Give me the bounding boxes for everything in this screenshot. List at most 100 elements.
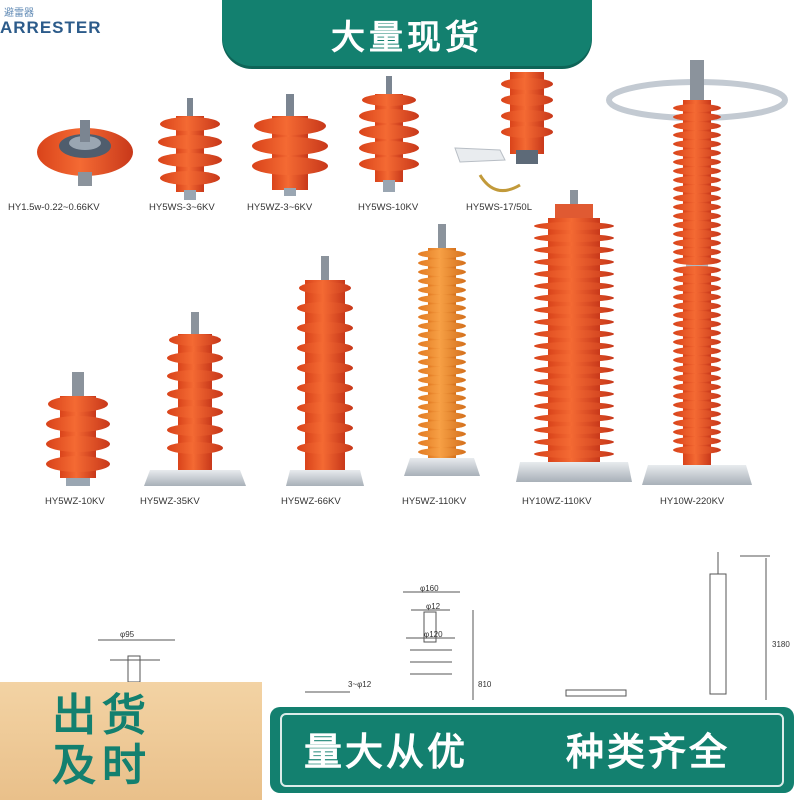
arrester-shed xyxy=(673,284,721,292)
arrester-shed xyxy=(673,167,721,175)
arrester-shed xyxy=(673,419,721,427)
arrester-shed xyxy=(418,277,466,285)
arrester-shed xyxy=(534,450,614,458)
arrester-shed xyxy=(673,410,721,418)
arrester-shed xyxy=(418,331,466,339)
arrester-shed xyxy=(673,374,721,382)
arrester-shed xyxy=(673,230,721,238)
arrester-shed xyxy=(673,221,721,229)
arrester-shed xyxy=(673,203,721,211)
arrester-shed xyxy=(673,257,721,265)
arrester-hy5ws-10kv xyxy=(359,76,419,192)
arrester-shed xyxy=(673,194,721,202)
slogan-quantity: 量大从优 xyxy=(304,730,469,774)
product-label: HY5WZ-10KV xyxy=(45,496,105,507)
arrester-shed xyxy=(673,185,721,193)
product-label: HY10W-220KV xyxy=(660,496,725,507)
drawing-label: 3~φ12 xyxy=(348,680,372,689)
arrester-shed xyxy=(418,367,466,375)
arrester-shed xyxy=(673,383,721,391)
arrester-shed xyxy=(673,266,721,274)
arrester-shed xyxy=(673,365,721,373)
arrester-shed xyxy=(418,403,466,411)
arrester-shed xyxy=(673,320,721,328)
arrester-shed xyxy=(673,446,721,454)
arrester-shed xyxy=(534,234,614,242)
arrester-shed xyxy=(418,250,466,258)
brand-text: ARRESTER xyxy=(0,18,102,37)
arrester-hy5wz-3-6kv xyxy=(252,94,328,196)
arrester-hy5wz-35kv xyxy=(144,312,246,486)
arrester-shed xyxy=(534,318,614,326)
arrester-shed xyxy=(673,122,721,130)
arrester-shed xyxy=(673,158,721,166)
arrester-shed xyxy=(673,401,721,409)
product-label: HY5WZ-110KV xyxy=(402,496,467,507)
promo-line-1: 出货 xyxy=(52,690,152,741)
product-label: HY5WZ-66KV xyxy=(281,496,341,507)
arrester-hy10w-220kv xyxy=(606,60,788,485)
slogan-variety: 种类齐全 xyxy=(566,730,731,774)
arrester-shed xyxy=(418,322,466,330)
arrester-shed xyxy=(534,366,614,374)
arrester-hy5wz-66kv xyxy=(286,256,364,486)
arrester-shed xyxy=(673,131,721,139)
arrester-hy1.5w xyxy=(37,120,133,186)
arrester-shed xyxy=(418,412,466,420)
arrester-shed xyxy=(673,428,721,436)
arrester-shed xyxy=(673,176,721,184)
product-label: HY5WZ-3~6KV xyxy=(247,202,313,213)
arrester-shed xyxy=(534,426,614,434)
arrester-shed xyxy=(534,270,614,278)
arrester-shed xyxy=(418,295,466,303)
arrester-shed xyxy=(534,342,614,350)
arrester-shed xyxy=(534,390,614,398)
arrester-shed xyxy=(673,293,721,301)
drawing-label: 3180 xyxy=(772,640,790,649)
promo-slogan-panel: 量大从优 种类齐全 xyxy=(270,707,794,793)
product-label: HY10WZ-110KV xyxy=(522,496,592,507)
arrester-shed xyxy=(534,378,614,386)
promo-line-2: 及时 xyxy=(52,740,152,791)
arrester-shed xyxy=(534,414,614,422)
arrester-shed xyxy=(673,356,721,364)
promo-slogan-border xyxy=(280,713,784,787)
arrester-hy5ws-3-6kv xyxy=(158,98,222,200)
arrester-shed xyxy=(418,430,466,438)
arrester-shed xyxy=(418,394,466,402)
arrester-shed xyxy=(534,402,614,410)
drawing-label: φ160 xyxy=(420,584,439,593)
arrester-shed xyxy=(418,268,466,276)
arrester-shed xyxy=(418,349,466,357)
arrester-shed xyxy=(534,306,614,314)
arrester-shed xyxy=(418,376,466,384)
arrester-shed xyxy=(673,140,721,148)
product-label: HY5WZ-35KV xyxy=(140,496,200,507)
arrester-shed xyxy=(418,358,466,366)
arrester-shed xyxy=(673,329,721,337)
arrester-shed xyxy=(534,354,614,362)
arrester-shed xyxy=(534,282,614,290)
arrester-shed xyxy=(534,294,614,302)
arrester-shed xyxy=(418,439,466,447)
arrester-hy5wz-10kv xyxy=(46,372,110,486)
arrester-hy5wz-110kv xyxy=(404,224,480,476)
drawing-label: φ95 xyxy=(120,630,135,639)
drawing-label: φ12 xyxy=(426,602,441,611)
banner-title: 大量现货 xyxy=(331,18,483,58)
arrester-shed xyxy=(418,313,466,321)
arrester-shed xyxy=(418,286,466,294)
product-label: HY5WS-17/50L xyxy=(466,202,533,213)
product-label: HY5WS-10KV xyxy=(358,202,419,213)
top-banner: 大量现货 xyxy=(222,0,592,66)
technical-drawings xyxy=(98,552,770,700)
arrester-shed xyxy=(673,338,721,346)
arrester-shed xyxy=(673,113,721,121)
arrester-shed xyxy=(418,304,466,312)
arrester-shed xyxy=(673,104,721,112)
drawing-label: φ120 xyxy=(424,630,443,639)
arrester-shed xyxy=(673,239,721,247)
arrester-shed xyxy=(534,222,614,230)
arrester-shed xyxy=(534,438,614,446)
